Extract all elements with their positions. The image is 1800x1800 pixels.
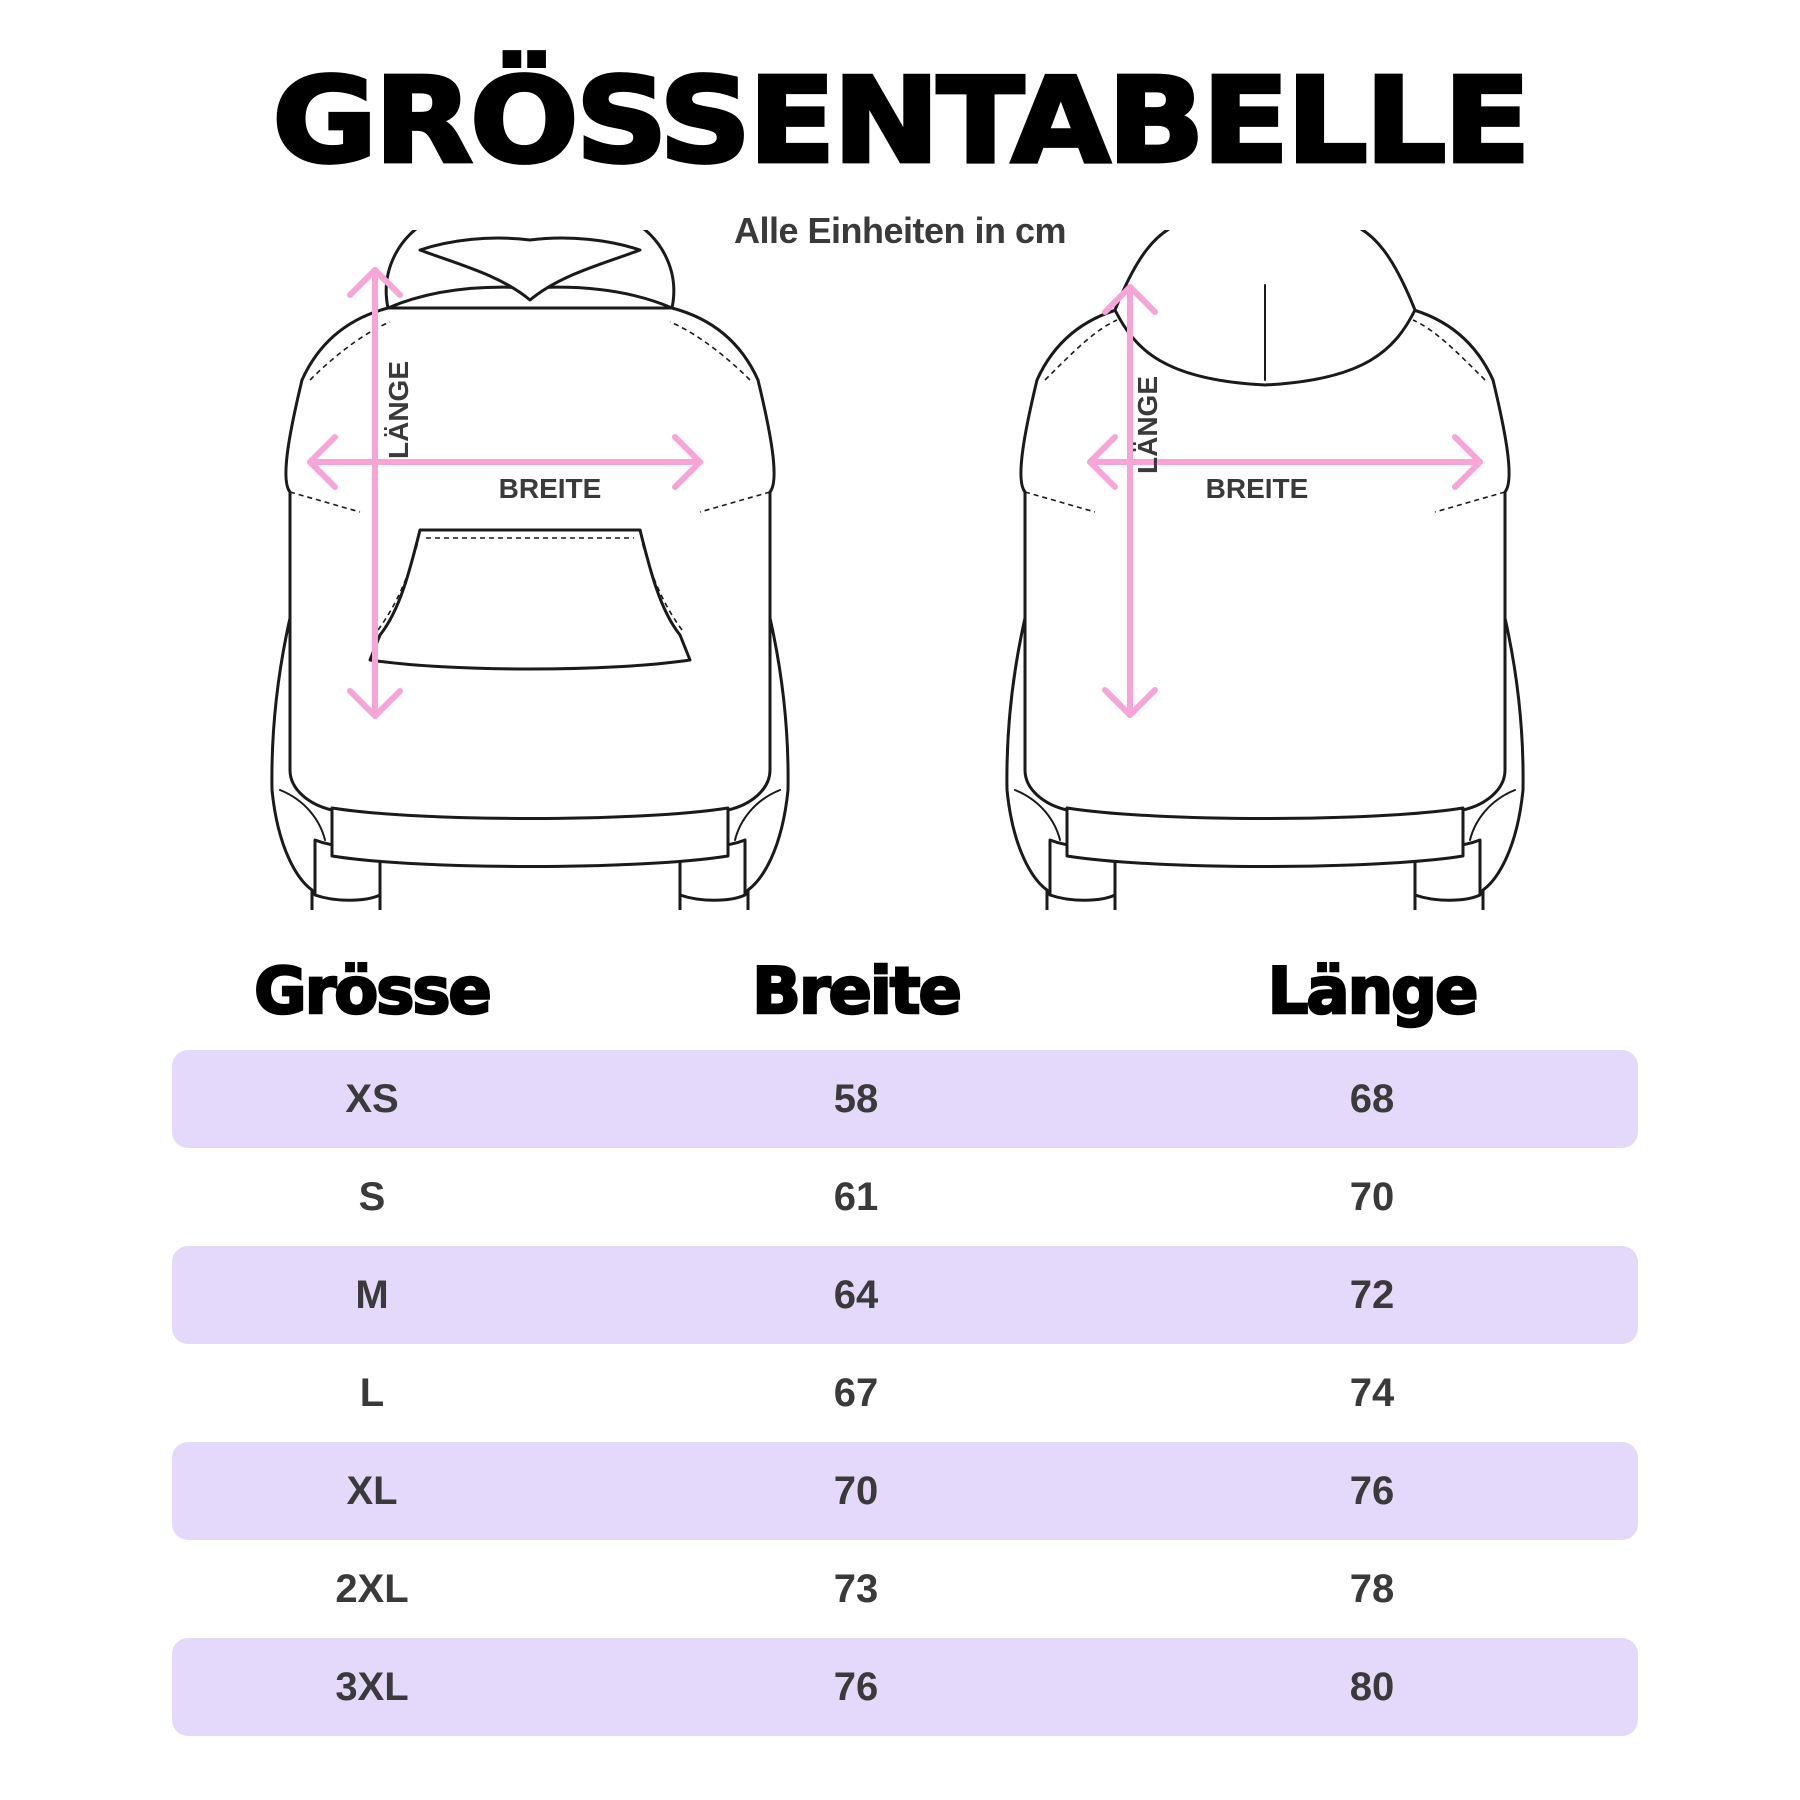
column-header-laenge: Länge xyxy=(1266,954,1479,1031)
column-header-breite: Breite xyxy=(751,954,963,1031)
size-table: XS 58 68 S 61 70 M 64 72 L 67 74 XL 70 7… xyxy=(172,1050,1638,1736)
page-title: GRÖSSENTABELLE xyxy=(270,53,1533,191)
length-label-back: LÄNGE xyxy=(1132,376,1163,474)
units-subtitle: Alle Einheiten in cm xyxy=(733,210,1067,251)
laenge-cell: 74 xyxy=(1349,1371,1395,1415)
size-cell: XS xyxy=(345,1077,399,1121)
table-row: XL 70 76 xyxy=(172,1442,1638,1540)
table-row: L 67 74 xyxy=(172,1344,1638,1442)
table-row: M 64 72 xyxy=(172,1246,1638,1344)
breite-cell: 76 xyxy=(833,1665,879,1709)
table-header: Grösse Breite Länge xyxy=(0,954,1800,1045)
laenge-cell: 70 xyxy=(1349,1175,1395,1219)
size-cell: L xyxy=(359,1371,385,1415)
size-cell: XL xyxy=(346,1469,398,1513)
laenge-cell: 72 xyxy=(1349,1273,1395,1317)
size-cell: 2XL xyxy=(335,1567,409,1611)
size-cell: M xyxy=(355,1273,389,1317)
breite-cell: 61 xyxy=(833,1175,879,1219)
laenge-cell: 68 xyxy=(1349,1077,1395,1121)
column-header-size: Grösse xyxy=(253,954,493,1031)
laenge-cell: 78 xyxy=(1349,1567,1395,1611)
breite-cell: 73 xyxy=(833,1567,879,1611)
hoodie-front-drawing: LÄNGE BREITE xyxy=(270,230,790,910)
width-label-front: BREITE xyxy=(499,473,602,504)
size-cell: 3XL xyxy=(335,1665,409,1709)
breite-cell: 70 xyxy=(833,1469,879,1513)
length-label-front: LÄNGE xyxy=(383,361,414,459)
laenge-cell: 76 xyxy=(1349,1469,1395,1513)
table-row: XS 58 68 xyxy=(172,1050,1638,1148)
table-row: 2XL 73 78 xyxy=(172,1540,1638,1638)
table-row: 3XL 76 80 xyxy=(172,1638,1638,1736)
length-arrow-front xyxy=(347,267,403,719)
breite-cell: 64 xyxy=(833,1273,879,1317)
width-label-back: BREITE xyxy=(1206,473,1309,504)
size-cell: S xyxy=(358,1175,386,1219)
width-arrow-back xyxy=(1087,434,1483,490)
length-arrow-back xyxy=(1102,284,1158,718)
hoodie-back-drawing: LÄNGE BREITE xyxy=(1005,230,1525,910)
table-row: S 61 70 xyxy=(172,1148,1638,1246)
width-arrow-front xyxy=(307,434,703,490)
breite-cell: 67 xyxy=(833,1371,879,1415)
hoodie-illustrations: LÄNGE BREITE LÄNGE BREITE xyxy=(0,230,1800,910)
laenge-cell: 80 xyxy=(1349,1665,1395,1709)
breite-cell: 58 xyxy=(833,1077,879,1121)
